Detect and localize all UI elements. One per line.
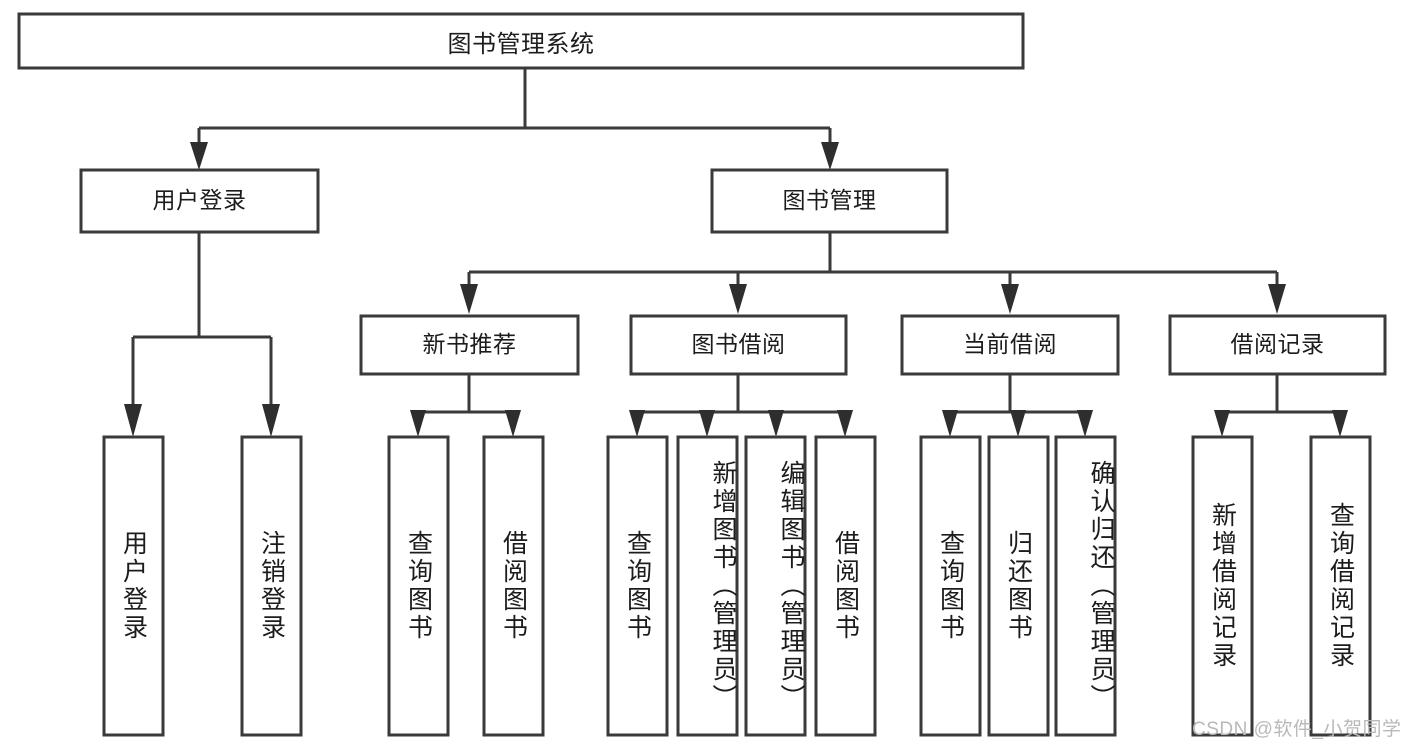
node-box-leaf-query-book-3[interactable] bbox=[919, 435, 982, 737]
node-box-root[interactable] bbox=[17, 12, 1025, 70]
arrow-head-leaf-user-login-1 bbox=[124, 404, 142, 437]
arrow-head-leaf-bookborrow-3 bbox=[768, 410, 784, 437]
node-box-leaf-return-book[interactable] bbox=[987, 435, 1050, 737]
arrow-head-level3-3 bbox=[1001, 284, 1019, 314]
arrow-head-leaf-bookborrow-1 bbox=[629, 410, 645, 437]
node-box-leaf-query-book-2[interactable] bbox=[606, 435, 669, 737]
arrow-head-leaf-borrowrecords-2 bbox=[1332, 410, 1348, 437]
arrow-head-leaf-newbook-2 bbox=[505, 410, 521, 437]
watermark-text: CSDN @软件_小贺同学 bbox=[1192, 719, 1402, 740]
node-box-new-book-recommend[interactable] bbox=[359, 314, 580, 376]
arrow-head-leaf-borrowrecords-1 bbox=[1214, 410, 1230, 437]
arrow-head-level3-1 bbox=[460, 284, 478, 314]
node-box-leaf-add-borrow-record[interactable] bbox=[1191, 435, 1254, 737]
arrow-head-leaf-user-login-2 bbox=[262, 404, 280, 437]
arrow-head-level3-4 bbox=[1268, 284, 1286, 314]
node-box-leaf-borrow-book-2[interactable] bbox=[814, 435, 877, 737]
arrow-head-leaf-bookborrow-2 bbox=[699, 410, 715, 437]
node-box-leaf-confirm-return-admin[interactable] bbox=[1054, 435, 1117, 737]
node-box-book-borrow[interactable] bbox=[629, 314, 848, 376]
node-box-user-login[interactable] bbox=[79, 168, 320, 234]
arrow-head-bookmgmt bbox=[821, 142, 839, 170]
node-box-leaf-add-book-admin[interactable] bbox=[676, 435, 739, 737]
arrow-head-leaf-currentborrow-2 bbox=[1010, 410, 1026, 437]
arrow-head-level3-2 bbox=[729, 284, 747, 314]
node-box-leaf-query-book-1[interactable] bbox=[387, 435, 450, 737]
arrow-head-leaf-newbook-1 bbox=[410, 410, 426, 437]
node-box-leaf-logout[interactable] bbox=[240, 435, 303, 737]
node-box-leaf-borrow-book-1[interactable] bbox=[482, 435, 545, 737]
node-box-borrow-records[interactable] bbox=[1168, 314, 1387, 376]
arrow-head-leaf-currentborrow-1 bbox=[942, 410, 958, 437]
node-box-current-borrow[interactable] bbox=[900, 314, 1120, 376]
node-box-leaf-query-borrow-record[interactable] bbox=[1309, 435, 1372, 737]
arrow-head-userlogin bbox=[190, 142, 208, 170]
arrow-head-leaf-bookborrow-4 bbox=[837, 410, 853, 437]
arrow-head-leaf-currentborrow-3 bbox=[1077, 410, 1093, 437]
node-box-book-management[interactable] bbox=[710, 168, 949, 234]
node-box-leaf-edit-book-admin[interactable] bbox=[744, 435, 807, 737]
node-box-leaf-user-login[interactable] bbox=[102, 435, 165, 737]
